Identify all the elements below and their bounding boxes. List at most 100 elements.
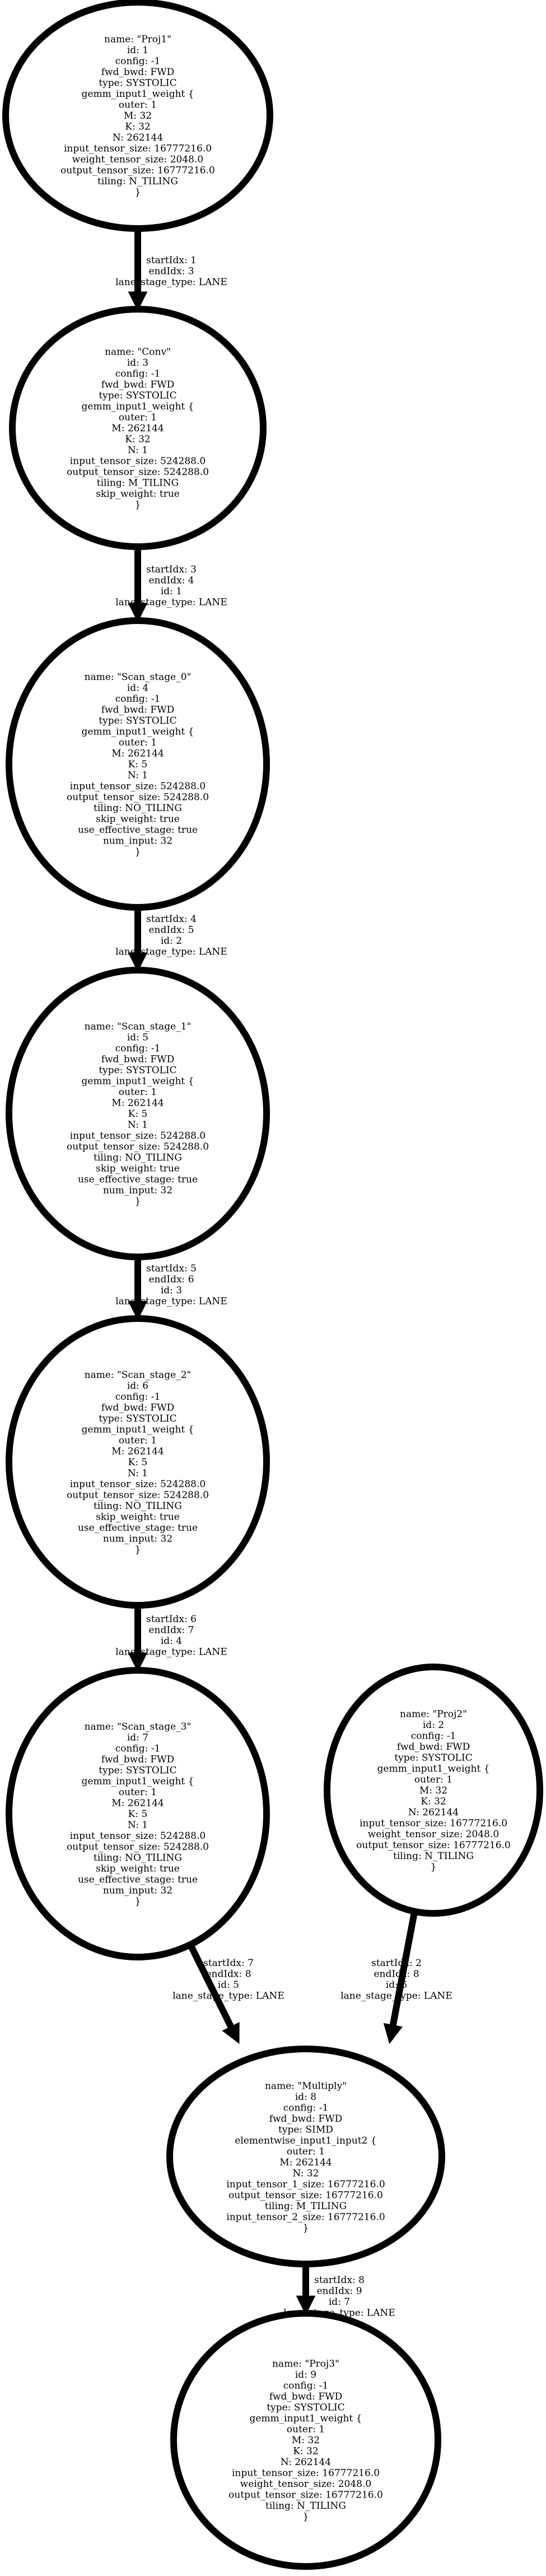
node-label-line: N: 32	[292, 2168, 319, 2179]
arrowhead-icon	[128, 1301, 148, 1321]
edge-label-line: id: 1	[161, 586, 182, 597]
edge-label-line: endIdx: 6	[148, 1274, 194, 1285]
node-label-line: input_tensor_size: 524288.0	[70, 456, 206, 467]
node-label-line: fwd_bwd: FWD	[101, 705, 175, 716]
node-label-line: input_tensor_2_size: 16777216.0	[226, 2211, 385, 2223]
edge-label-line: startIdx: 3	[146, 564, 197, 575]
node-label-line: fwd_bwd: FWD	[269, 2113, 343, 2125]
node-label-line: M: 262144	[111, 1098, 164, 1109]
edge-label-line: endIdx: 5	[148, 925, 194, 936]
node-label-line: N: 1	[128, 1820, 148, 1831]
node-label-line: gemm_input1_weight {	[82, 1424, 194, 1436]
node-label-line: type: SYSTOLIC	[394, 1753, 472, 1764]
node-label-line: type: SYSTOLIC	[99, 715, 176, 726]
node-label-line: fwd_bwd: FWD	[269, 2391, 343, 2402]
arrowhead-icon	[296, 2295, 316, 2316]
node-label-line: skip_weight: true	[96, 1163, 180, 1175]
node-label-line: fwd_bwd: FWD	[101, 1054, 175, 1065]
node-label-line: name: "Scan_stage_1"	[85, 1021, 192, 1032]
node-label-line: M: 262144	[111, 1798, 164, 1809]
node-label-line: M: 32	[292, 2435, 320, 2446]
node-label-line: output_tensor_size: 16777216.0	[228, 2490, 383, 2501]
node-label-line: fwd_bwd: FWD	[101, 1754, 175, 1766]
node-label-line: output_tensor_size: 524288.0	[67, 1842, 209, 1853]
node-label-line: }	[135, 1544, 141, 1555]
node-label-line: name: "Multiply"	[265, 2080, 347, 2091]
node-label-line: K: 5	[128, 1457, 148, 1468]
node-label-line: tiling: NO_TILING	[94, 1501, 182, 1512]
node-label-line: gemm_input1_weight {	[82, 726, 194, 738]
node-label-line: type: SYSTOLIC	[99, 390, 176, 402]
node-label-line: type: SYSTOLIC	[267, 2402, 344, 2414]
node-label-line: outer: 1	[119, 1435, 157, 1446]
node-label-line: id: 2	[423, 1720, 444, 1731]
node-label-line: id: 5	[127, 1032, 148, 1044]
edge-label-line: id: 4	[161, 1636, 182, 1647]
arrowhead-icon	[222, 2022, 240, 2044]
node-label-line: }	[135, 1896, 141, 1907]
node-label-line: K: 32	[125, 434, 150, 445]
node-label-line: num_input: 32	[103, 1534, 172, 1545]
node-label-line: output_tensor_size: 16777216.0	[356, 1840, 511, 1851]
node-label-line: N: 262144	[113, 132, 163, 143]
node-label-line: type: SYSTOLIC	[99, 1413, 176, 1424]
node-label-line: M: 32	[419, 1785, 447, 1796]
node-label-line: config: -1	[115, 369, 161, 380]
node-label-line: outer: 1	[119, 100, 157, 111]
node-label-line: num_input: 32	[103, 1185, 172, 1196]
edge-line	[389, 1911, 418, 2027]
node-label-line: input_tensor_size: 524288.0	[70, 1479, 206, 1490]
node-label-line: gemm_input1_weight {	[377, 1763, 490, 1774]
node-label-line: skip_weight: true	[96, 1864, 180, 1875]
node-label-line: output_tensor_size: 524288.0	[67, 792, 209, 803]
node-label-line: id: 1	[127, 45, 148, 56]
node-label-line: }	[431, 1862, 437, 1873]
node-label-line: N: 1	[128, 445, 148, 456]
node-label-line: tiling: N_TILING	[265, 2500, 346, 2512]
node-label-line: K: 5	[128, 1809, 148, 1820]
node-label-line: outer: 1	[414, 1774, 452, 1786]
node-label-line: id: 9	[295, 2369, 316, 2381]
node-label-line: name: "Scan_stage_0"	[85, 672, 192, 683]
node-label-line: id: 3	[127, 357, 148, 369]
node-label-line: config: -1	[283, 2102, 329, 2113]
node-label-line: id: 7	[127, 1732, 148, 1744]
node-label-line: N: 262144	[408, 1807, 459, 1818]
node-label-line: config: -1	[115, 1391, 161, 1403]
node-label-line: name: "Proj1"	[104, 34, 171, 45]
arrowhead-icon	[128, 952, 148, 972]
arrowhead-icon	[128, 1652, 148, 1673]
node-ellipse	[6, 617, 270, 911]
node-label-line: input_tensor_size: 524288.0	[70, 781, 206, 792]
node-label-line: type: SYSTOLIC	[99, 1065, 176, 1076]
node-label-line: skip_weight: true	[96, 488, 180, 500]
node-ellipse	[166, 2046, 445, 2267]
node-label-line: }	[135, 187, 141, 198]
node-label-line: name: "Scan_stage_2"	[85, 1369, 192, 1381]
node-label-line: config: -1	[115, 56, 161, 67]
edge-label-line: endIdx: 8	[374, 1969, 419, 1980]
node-label-line: num_input: 32	[103, 1885, 172, 1897]
edge-label-line: startIdx: 7	[203, 1958, 254, 1969]
node-label-line: fwd_bwd: FWD	[397, 1741, 470, 1753]
node-label-line: input_tensor_size: 524288.0	[70, 1830, 206, 1842]
edge-label-line: lane_stage_type: LANE	[172, 1991, 284, 2002]
node-label-line: fwd_bwd: FWD	[101, 379, 175, 390]
node-label-line: N: 1	[128, 1120, 148, 1131]
node-ellipse	[324, 1664, 543, 1917]
node-label-line: output_tensor_size: 16777216.0	[228, 2190, 383, 2201]
node-label-line: type: SIMD	[278, 2124, 333, 2135]
node-label-line: skip_weight: true	[96, 814, 180, 825]
arrowhead-icon	[128, 603, 148, 623]
edge-label-line: startIdx: 8	[314, 2275, 365, 2286]
arrowhead-icon	[383, 2023, 403, 2044]
edge-label-line: id: 7	[329, 2296, 350, 2308]
